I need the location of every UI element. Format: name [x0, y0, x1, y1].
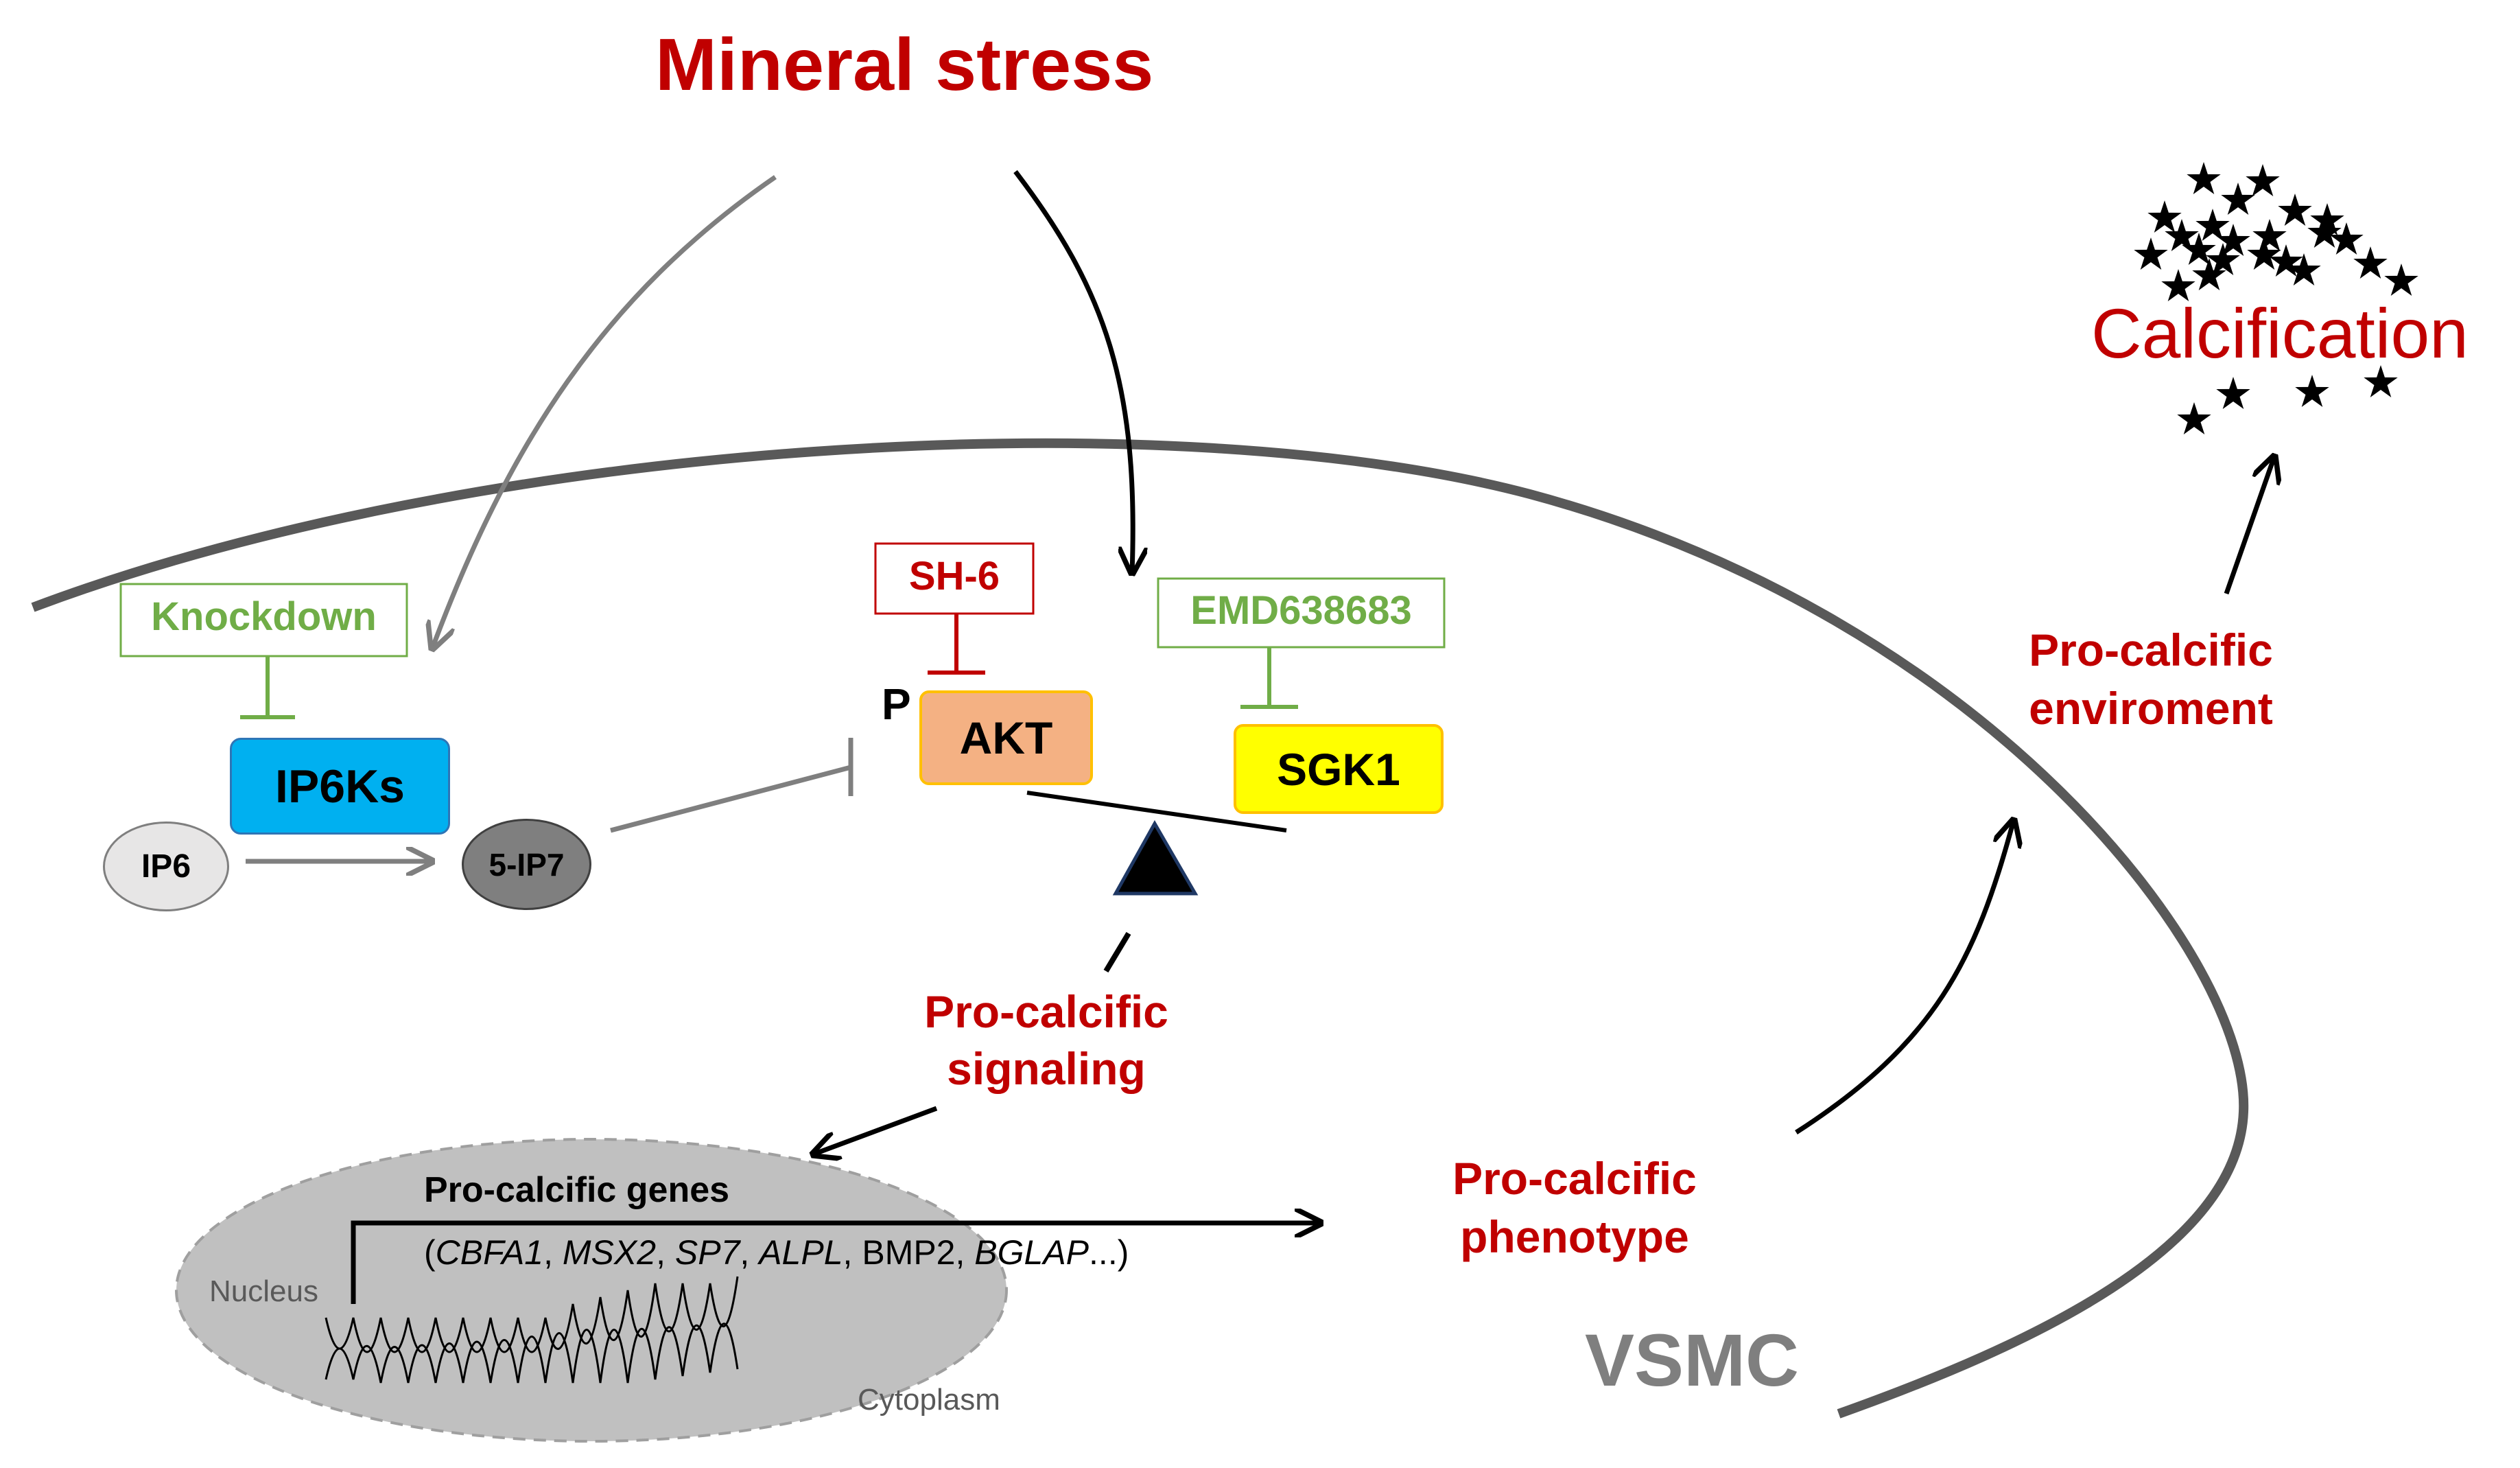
cell-membrane	[31, 438, 2249, 1419]
calcification-star	[2216, 377, 2250, 409]
calcification-star	[2364, 365, 2398, 397]
nucleus-label: Nucleus	[209, 1274, 318, 1308]
signaling-to-nucleus-arrow	[813, 1106, 938, 1154]
gene-msx2: MSX2	[562, 1233, 657, 1272]
sgk1-node: SGK1	[1234, 724, 1444, 814]
calcification-star	[2187, 162, 2221, 194]
fulcrum-to-signaling	[1103, 931, 1131, 973]
stress-to-akt-arrow	[1013, 170, 1133, 573]
phenotype-label-line2: phenotype	[1460, 1211, 1689, 1262]
ip6-node: IP6	[103, 822, 229, 911]
calcification-star	[2161, 269, 2195, 301]
dna-helix-strand-b	[325, 1323, 739, 1384]
calcification-star	[2353, 246, 2388, 279]
environment-label-line2: enviroment	[2029, 683, 2273, 734]
calcification-stars	[2134, 162, 2418, 434]
calcification-star	[2278, 194, 2312, 226]
calcification-star	[2247, 237, 2281, 270]
gene-bmp2: BMP2	[862, 1233, 956, 1272]
calcification-label: Calcification	[2091, 294, 2469, 373]
calcification-star	[2165, 219, 2199, 251]
akt-node: AKT	[919, 690, 1093, 785]
gene-transcription-arrow	[351, 1223, 1321, 1304]
gene-sep: ,	[543, 1233, 563, 1272]
knockdown-box	[119, 583, 408, 657]
emd-box	[1157, 577, 1446, 649]
gene-alpl: ALPL	[759, 1233, 843, 1272]
calcification-star	[2269, 244, 2303, 277]
calcification-star	[2192, 258, 2226, 290]
calcification-star	[2287, 253, 2321, 286]
signaling-label-line2: signaling	[947, 1043, 1146, 1094]
balance-fulcrum	[1112, 819, 1199, 896]
genes-list: (CBFA1, MSX2, SP7, ALPL, BMP2, BGLAP...)	[424, 1233, 1129, 1273]
calcification-star	[2206, 243, 2240, 275]
calcification-star	[2221, 183, 2255, 215]
phenotype-to-environment-arrow	[1795, 820, 2014, 1134]
gene-sp7: SP7	[674, 1233, 740, 1272]
ip7-inhibit-akt-line	[610, 765, 851, 833]
cytoplasm-label: Cytoplasm	[858, 1383, 1000, 1417]
vsmc-label: VSMC	[1585, 1318, 1800, 1401]
calcification-star	[2147, 200, 2182, 233]
calcification-star	[2252, 219, 2287, 251]
calcification-star	[2182, 233, 2216, 265]
environment-label-line1: Pro-calcific	[2029, 625, 2273, 675]
calcification-star	[2384, 264, 2418, 296]
gene-sep: ,	[955, 1233, 975, 1272]
gene-sep: ,	[843, 1233, 862, 1272]
sh6-label: SH-6	[908, 554, 1000, 598]
emd-label: EMD638683	[1190, 588, 1412, 633]
calcification-star	[2177, 402, 2211, 434]
calcification-star	[2307, 215, 2342, 248]
genes-close-paren: ...)	[1089, 1233, 1129, 1272]
gene-sep: ,	[656, 1233, 675, 1272]
gene-sep: ,	[740, 1233, 759, 1272]
sh6-box	[874, 542, 1035, 615]
mineral-stress-title: Mineral stress	[655, 23, 1154, 106]
environment-to-calcification-arrow	[2224, 456, 2274, 595]
genes-open-paren: (	[424, 1233, 436, 1272]
calcification-star	[2329, 222, 2364, 255]
calcification-star	[2246, 164, 2280, 196]
calcification-star	[2295, 375, 2329, 407]
ip7-node: 5-IP7	[462, 819, 591, 910]
genes-title: Pro-calcific genes	[424, 1170, 730, 1210]
calcification-star	[2310, 203, 2344, 235]
calcification-star	[2134, 237, 2168, 270]
gene-cbfa1: CBFA1	[435, 1233, 544, 1272]
ip6ks-node: IP6Ks	[230, 738, 450, 835]
balance-beam	[1026, 791, 1287, 832]
gene-bglap: BGLAP	[974, 1233, 1090, 1272]
signaling-label-line1: Pro-calcific	[924, 986, 1168, 1037]
phospho-label: P	[882, 679, 911, 729]
calcification-star	[2216, 224, 2250, 256]
calcification-star	[2195, 209, 2230, 241]
phenotype-label-line1: Pro-calcific	[1452, 1153, 1697, 1204]
stress-to-ip6ks-arrow	[432, 175, 777, 649]
knockdown-label: Knockdown	[151, 594, 377, 639]
